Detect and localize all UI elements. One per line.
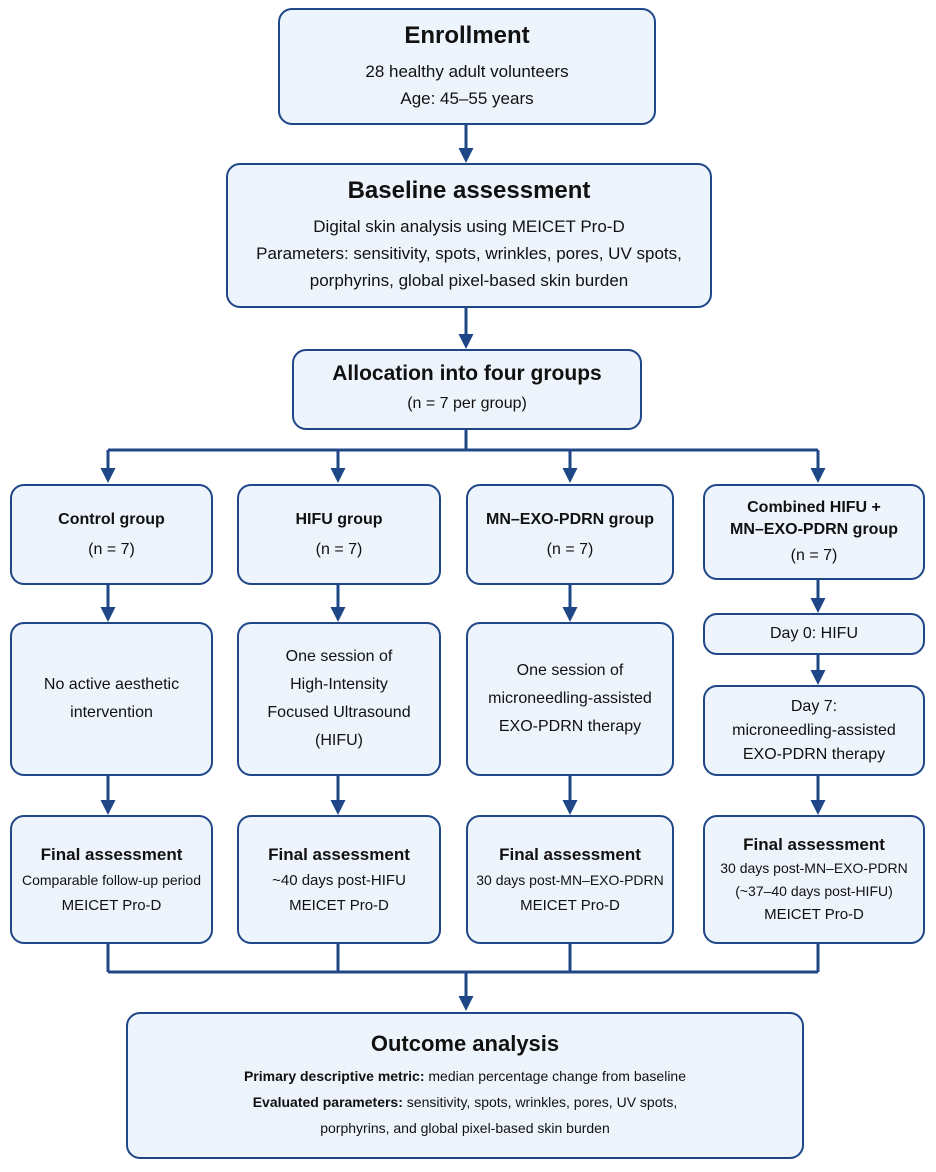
combined-group-title-2: MN–EXO-PDRN group (730, 521, 898, 538)
baseline-line-2: Parameters: sensitivity, spots, wrinkles… (256, 244, 682, 263)
control-final-box: Final assessment Comparable follow-up pe… (10, 815, 213, 944)
outcome-evaluated-label: Evaluated parameters: (252, 1093, 403, 1110)
allocation-line-1: (n = 7 per group) (407, 395, 527, 412)
mn-intervention-line-2: microneedling-assisted (488, 690, 652, 707)
control-group-title: Control group (58, 510, 165, 528)
control-final-line-1: Comparable follow-up period (22, 871, 201, 888)
hifu-final-line-1: ~40 days post-HIFU (272, 871, 406, 889)
combined-group-title-1: Combined HIFU + (747, 499, 881, 516)
hifu-intervention-line-1: One session of (285, 648, 393, 665)
combined-final-box: Final assessment 30 days post-MN–EXO-PDR… (703, 815, 925, 944)
combined-group-box: Combined HIFU + MN–EXO-PDRN group (n = 7… (703, 484, 925, 580)
baseline-box: Baseline assessment Digital skin analysi… (226, 163, 712, 308)
combined-final-line-1: 30 days post-MN–EXO-PDRN (720, 860, 908, 876)
hifu-intervention-line-3: Focused Ultrasound (267, 704, 411, 721)
hifu-group-n: (n = 7) (315, 540, 363, 558)
combined-day7-line-1: Day 7: (790, 697, 838, 715)
mn-exo-pdrn-final-box: Final assessment 30 days post-MN–EXO-PDR… (466, 815, 674, 944)
outcome-primary-text: median percentage change from baseline (424, 1067, 687, 1084)
hifu-final-box: Final assessment ~40 days post-HIFU MEIC… (237, 815, 441, 944)
enrollment-line-1: 28 healthy adult volunteers (365, 61, 569, 81)
combined-day7-line-3: EXO-PDRN therapy (742, 745, 886, 763)
allocation-box: Allocation into four groups (n = 7 per g… (292, 349, 642, 430)
allocation-title: Allocation into four groups (332, 362, 602, 385)
mn-exo-pdrn-group-box: MN–EXO-PDRN group (n = 7) (466, 484, 674, 585)
baseline-title: Baseline assessment (347, 177, 591, 204)
hifu-intervention-line-4: (HIFU) (315, 732, 363, 749)
enrollment-title: Enrollment (404, 21, 530, 49)
mn-intervention-line-1: One session of (516, 662, 624, 679)
enrollment-box: Enrollment 28 healthy adult volunteers A… (278, 8, 656, 125)
outcome-evaluated-line: Evaluated parameters: sensitivity, spots… (253, 1089, 678, 1115)
control-final-line-2: MEICET Pro-D (61, 896, 162, 914)
combined-group-n: (n = 7) (790, 547, 838, 564)
mn-exo-pdrn-intervention-box: One session of microneedling-assisted EX… (466, 622, 674, 776)
mn-final-line-2: MEICET Pro-D (520, 896, 620, 914)
combined-day7-line-2: microneedling-assisted (732, 721, 896, 739)
combined-day0-text: Day 0: HIFU (769, 625, 858, 642)
mn-exo-pdrn-group-n: (n = 7) (546, 540, 594, 558)
hifu-intervention-line-2: High-Intensity (290, 676, 388, 693)
baseline-line-3: porphyrins, global pixel-based skin burd… (309, 271, 629, 290)
control-intervention-line-2: intervention (70, 704, 153, 721)
combined-final-line-2: (~37–40 days post-HIFU) (735, 883, 893, 899)
hifu-intervention-box: One session of High-Intensity Focused Ul… (237, 622, 441, 776)
mn-exo-pdrn-group-title: MN–EXO-PDRN group (486, 510, 654, 528)
hifu-group-title: HIFU group (295, 510, 383, 528)
outcome-evaluated-text-2: porphyrins, and global pixel-based skin … (320, 1119, 610, 1136)
combined-final-line-3: MEICET Pro-D (764, 906, 864, 923)
combined-day0-box: Day 0: HIFU (703, 613, 925, 655)
hifu-final-title: Final assessment (268, 844, 410, 864)
baseline-line-1: Digital skin analysis using MEICET Pro-D (313, 217, 625, 236)
mn-intervention-line-3: EXO-PDRN therapy (498, 718, 642, 735)
combined-final-title: Final assessment (743, 835, 885, 854)
outcome-title: Outcome analysis (370, 1030, 560, 1056)
control-group-box: Control group (n = 7) (10, 484, 213, 585)
mn-final-title: Final assessment (499, 844, 641, 864)
outcome-box: Outcome analysis Primary descriptive met… (126, 1012, 804, 1159)
control-intervention-box: No active aesthetic intervention (10, 622, 213, 776)
outcome-primary-label: Primary descriptive metric: (243, 1067, 425, 1084)
control-group-n: (n = 7) (88, 540, 135, 558)
control-intervention-line-1: No active aesthetic (43, 676, 180, 693)
control-final-title: Final assessment (40, 844, 183, 864)
outcome-primary-line: Primary descriptive metric: median perce… (244, 1063, 686, 1089)
enrollment-line-2: Age: 45–55 years (400, 88, 534, 108)
combined-day7-box: Day 7: microneedling-assisted EXO-PDRN t… (703, 685, 925, 776)
outcome-evaluated-text: sensitivity, spots, wrinkles, pores, UV … (402, 1093, 678, 1110)
mn-final-line-1: 30 days post-MN–EXO-PDRN (476, 871, 664, 888)
hifu-final-line-2: MEICET Pro-D (289, 896, 389, 914)
hifu-group-box: HIFU group (n = 7) (237, 484, 441, 585)
